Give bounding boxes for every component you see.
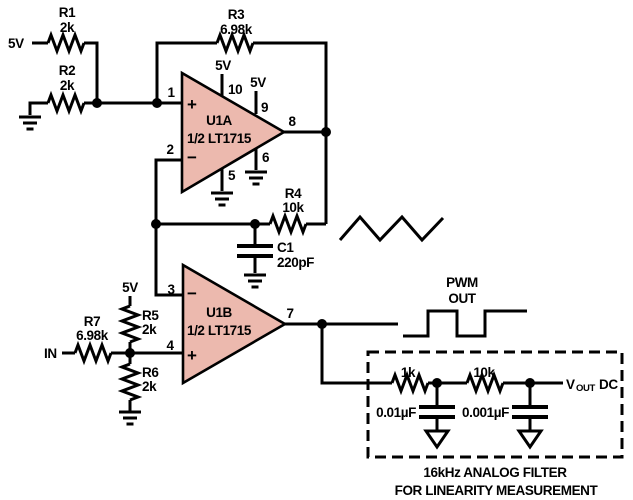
capacitor-c1 <box>235 244 275 258</box>
label-c1-value: 220pF <box>277 255 314 270</box>
label-pin9: 9 <box>261 100 268 115</box>
label-r6-value: 2k <box>142 379 157 394</box>
label-vout-v: V <box>566 377 575 392</box>
ground-icon-pin5 <box>209 191 235 207</box>
label-r4-value: 10k <box>282 200 304 215</box>
junction-dot <box>317 319 327 329</box>
label-r7-value: 6.98k <box>76 328 109 343</box>
label-pin1: 1 <box>167 85 175 100</box>
label-r5-value: 2k <box>142 322 157 337</box>
label-pin10-5v: 5V <box>215 58 231 73</box>
label-r3-value: 6.98k <box>220 22 253 37</box>
junction-dot <box>321 127 331 137</box>
ground-icon-r6 <box>117 410 143 426</box>
triangle-wave-icon <box>338 214 445 243</box>
resistor-r6 <box>120 362 140 402</box>
label-r6-name: R6 <box>142 365 159 380</box>
opamp-u1a-body <box>180 70 287 195</box>
wire-gnd-to-r2 <box>28 101 48 115</box>
label-pin6: 6 <box>262 150 270 165</box>
label-cap-0_001uF: 0.001µF <box>462 405 509 420</box>
label-r2-name: R2 <box>59 63 75 78</box>
resistor-r4 <box>268 214 308 234</box>
label-r5-5v: 5V <box>122 280 138 295</box>
label-u1a-part: 1/2 LT1715 <box>187 131 252 146</box>
label-u1b-minus: − <box>187 284 197 303</box>
wire-pin2-to-pin3 <box>154 158 183 297</box>
label-r5-name: R5 <box>142 308 159 323</box>
label-r7-name: R7 <box>84 314 100 329</box>
resistor-r5 <box>120 304 140 344</box>
label-r3-name: R3 <box>228 7 245 22</box>
ground-icon-pin6 <box>243 170 269 186</box>
label-r1-name: R1 <box>59 5 76 20</box>
label-u1a-plus: + <box>187 95 197 114</box>
resistor-r7 <box>73 343 113 363</box>
wire-r3-to-output-node <box>253 41 328 224</box>
label-pin2: 2 <box>166 142 173 157</box>
label-pin4: 4 <box>166 338 174 353</box>
junction-dot <box>152 98 162 108</box>
label-pin5: 5 <box>228 168 236 183</box>
label-pin7: 7 <box>286 306 293 321</box>
label-vout-dc: DC <box>599 377 618 392</box>
label-pin10: 10 <box>228 82 242 97</box>
label-c1-name: C1 <box>277 240 294 255</box>
label-u1a-name: U1A <box>206 113 232 128</box>
ground-triangle-icon <box>424 429 450 449</box>
wire-r1-to-node <box>84 41 99 103</box>
resistor-r2 <box>46 93 86 113</box>
label-vout-sub: OUT <box>576 383 595 394</box>
label-u1a-minus: − <box>187 148 197 167</box>
label-pin9-5v: 5V <box>250 75 266 90</box>
wire-feedback-top-left <box>155 41 217 103</box>
ground-triangle-icon <box>517 429 543 449</box>
label-u1b-part: 1/2 LT1715 <box>187 323 252 338</box>
resistor-r1 <box>46 33 86 53</box>
label-pwm-line1: PWM <box>446 275 478 290</box>
junction-dot <box>92 98 102 108</box>
pwm-square-wave-icon <box>403 309 527 338</box>
label-cap-0_01uF: 0.01µF <box>376 405 416 420</box>
label-r2-value: 2k <box>60 78 75 93</box>
label-in: IN <box>44 346 57 361</box>
filter-dashed-box <box>366 350 624 459</box>
label-r4-name: R4 <box>285 186 302 201</box>
label-u1b-name: U1B <box>206 305 232 320</box>
label-filter-caption-1: 16kHz ANALOG FILTER <box>423 465 567 480</box>
label-pwm-line2: OUT <box>448 291 476 306</box>
label-filter-caption-2: FOR LINEARITY MEASUREMENT <box>395 483 599 498</box>
opamp-u1b-body <box>181 262 288 386</box>
ground-icon-c1 <box>242 273 268 289</box>
junction-dot <box>125 348 135 358</box>
label-r1-value: 2k <box>60 20 75 35</box>
label-5v-topleft: 5V <box>8 36 24 51</box>
capacitor-0_001uF <box>510 405 550 419</box>
label-pin3: 3 <box>167 282 175 297</box>
label-pin8: 8 <box>288 114 296 129</box>
resistor-r3 <box>215 33 255 53</box>
ground-icon-r2 <box>17 115 43 131</box>
label-filter-10k: 10k <box>473 365 495 380</box>
label-u1b-plus: + <box>187 346 197 365</box>
junction-dot <box>151 219 161 229</box>
capacitor-0_01uF <box>417 405 457 419</box>
label-filter-1k: 1k <box>401 365 416 380</box>
wire-output-to-filter <box>320 324 392 385</box>
junction-dot <box>250 219 260 229</box>
